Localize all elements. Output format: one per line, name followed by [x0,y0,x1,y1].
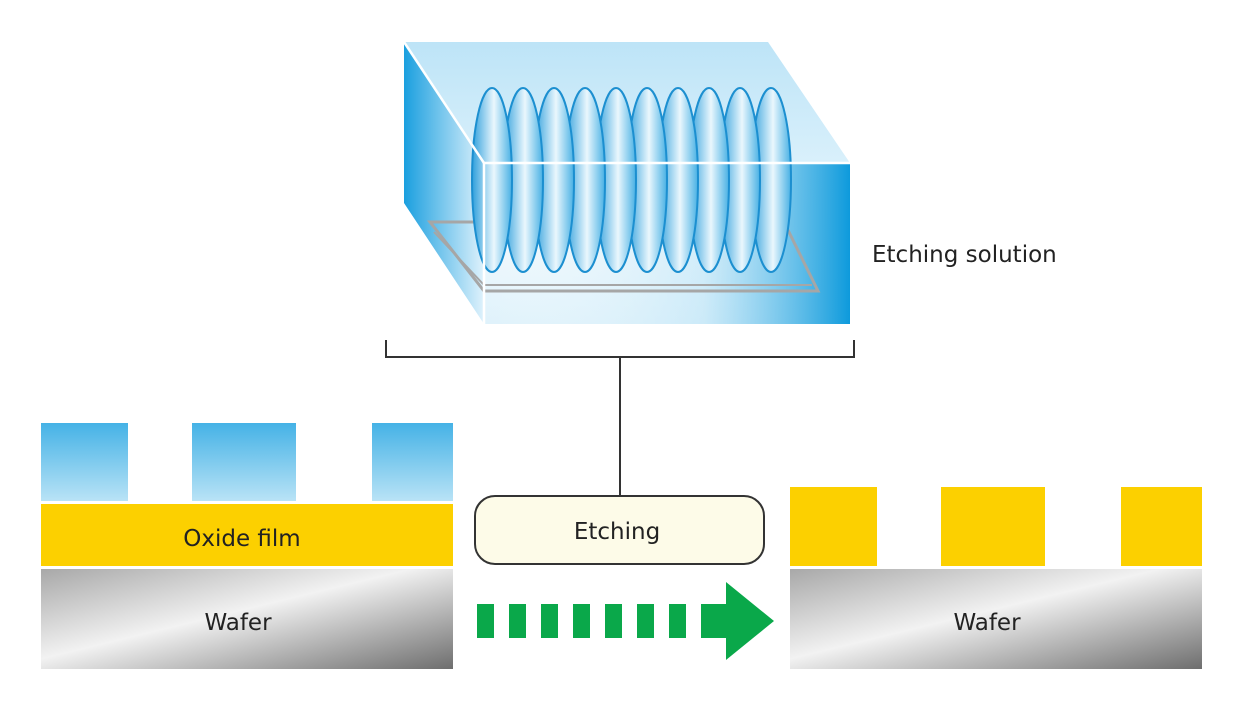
after-etching-stack: Wafer [790,487,1202,669]
etching-step-label: Etching [574,519,660,545]
resist-block [372,423,453,501]
arrow-head [701,582,774,660]
before-etching-stack: Oxide film Wafer [41,423,453,669]
etching-tank [402,41,850,324]
etching-solution-label: Etching solution [872,242,1057,268]
resist-block [41,423,128,501]
resist-block [192,423,296,501]
etching-step-box [474,495,765,565]
process-arrow [477,582,774,660]
wafer-label-before: Wafer [204,610,272,636]
oxide-film-label: Oxide film [183,526,300,552]
wafer-label-after: Wafer [953,610,1021,636]
wafer-disc [471,87,513,273]
wafer-discs [471,87,792,273]
tank-left-face [404,42,484,324]
tank-edges [402,41,850,324]
oxide-block [941,487,1045,566]
oxide-film-layer [41,504,453,566]
oxide-block [1121,487,1202,566]
oxide-block [790,487,877,566]
wafer-layer-after [790,569,1202,669]
wafer-layer-before [41,569,453,669]
tank-bracket [385,340,855,496]
